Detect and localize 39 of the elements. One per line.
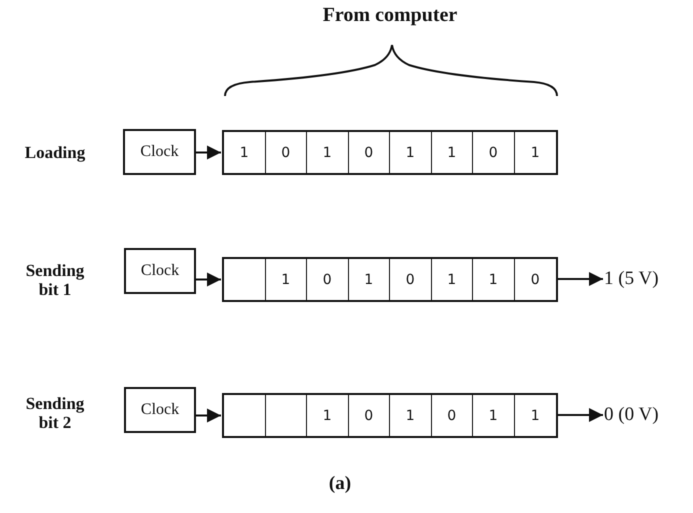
bit-cell: 0 [307,259,348,300]
output-value: 1 (5 V) [604,266,692,292]
bit-cell: 0 [514,259,556,300]
bit-cell: 1 [390,132,432,173]
arrow [558,272,603,286]
row-label: Sending bit 2 [24,394,86,432]
output-value: 0 (0 V) [604,402,692,428]
bit-cell: 1 [432,259,473,300]
bit-cell: 1 [224,132,266,173]
clock-box: Clock [124,248,196,294]
caption: (a) [328,474,352,493]
clock-box: Clock [123,129,196,175]
arrow [196,408,221,422]
bit-cell: 1 [307,132,348,173]
bit-cell: 1 [514,395,556,436]
bit-cell: 1 [266,259,307,300]
shift-register [222,130,558,175]
bit-cell: 0 [348,395,390,436]
bit-cell: 1 [514,132,556,173]
bit-cell: 0 [348,132,390,173]
clock-box: Clock [124,387,196,433]
shift-register [222,393,558,438]
arrow [196,146,221,160]
bit-cell: 1 [390,395,432,436]
bit-cell: 1 [473,395,514,436]
arrow [558,408,603,422]
shift-register [222,257,558,302]
row-label: Loading [24,143,86,162]
bit-cell: 0 [390,259,432,300]
bit-cell: 0 [432,395,473,436]
row-label: Sending bit 1 [24,261,86,299]
bit-cell: 1 [473,259,514,300]
bit-cell: 1 [348,259,390,300]
bit-cell: 1 [307,395,348,436]
bit-cell: 0 [473,132,514,173]
bit-cell: 0 [266,132,307,173]
arrow [196,272,221,286]
bracket-label: From computer [322,6,458,25]
bit-cell: 1 [432,132,473,173]
